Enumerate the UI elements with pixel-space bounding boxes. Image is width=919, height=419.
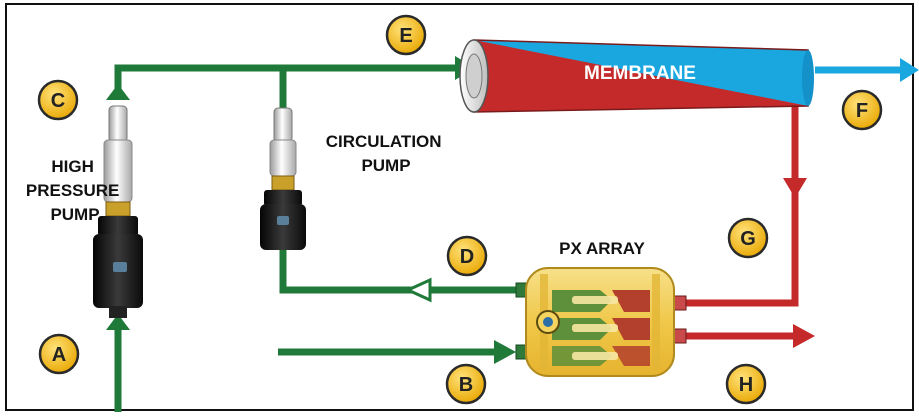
stream-g-line [682,105,799,307]
arrow-a-up [106,314,130,330]
marker-b: B [445,363,487,405]
arrow-h-right [793,324,815,348]
svg-text:F: F [856,100,868,122]
stream-c-line [114,64,460,100]
svg-text:C: C [51,90,65,112]
svg-text:H: H [739,374,753,396]
px-array-label: PX ARRAY [559,239,645,258]
marker-g: G [727,217,769,259]
arrow-g-down [783,178,807,198]
svg-text:B: B [459,374,473,396]
high-pressure-pump-label: HIGH PRESSURE PUMP [26,157,124,224]
circulation-pump-label: CIRCULATION PUMP [326,132,447,175]
marker-c: C [37,79,79,121]
stream-d-line [279,250,520,294]
marker-a: A [38,333,80,375]
circulation-pump-icon [260,107,306,250]
membrane-label: MEMBRANE [584,63,696,84]
diagram-frame [5,3,914,411]
arrow-b-right [494,340,516,364]
membrane-vessel-icon [459,39,814,113]
arrow-d-left [404,277,432,303]
svg-text:G: G [740,228,756,250]
arrow-c-up [106,84,130,100]
svg-text:D: D [460,246,474,268]
marker-h: H [725,363,767,405]
high-pressure-pump-icon [93,105,143,318]
svg-text:E: E [399,25,412,47]
marker-f: F [841,89,883,131]
svg-text:A: A [52,344,66,366]
arrow-f-right [900,58,919,82]
marker-d: D [446,235,488,277]
marker-e: E [385,14,427,56]
red-streams [682,105,799,340]
pressure-exchanger-icon [515,267,687,377]
